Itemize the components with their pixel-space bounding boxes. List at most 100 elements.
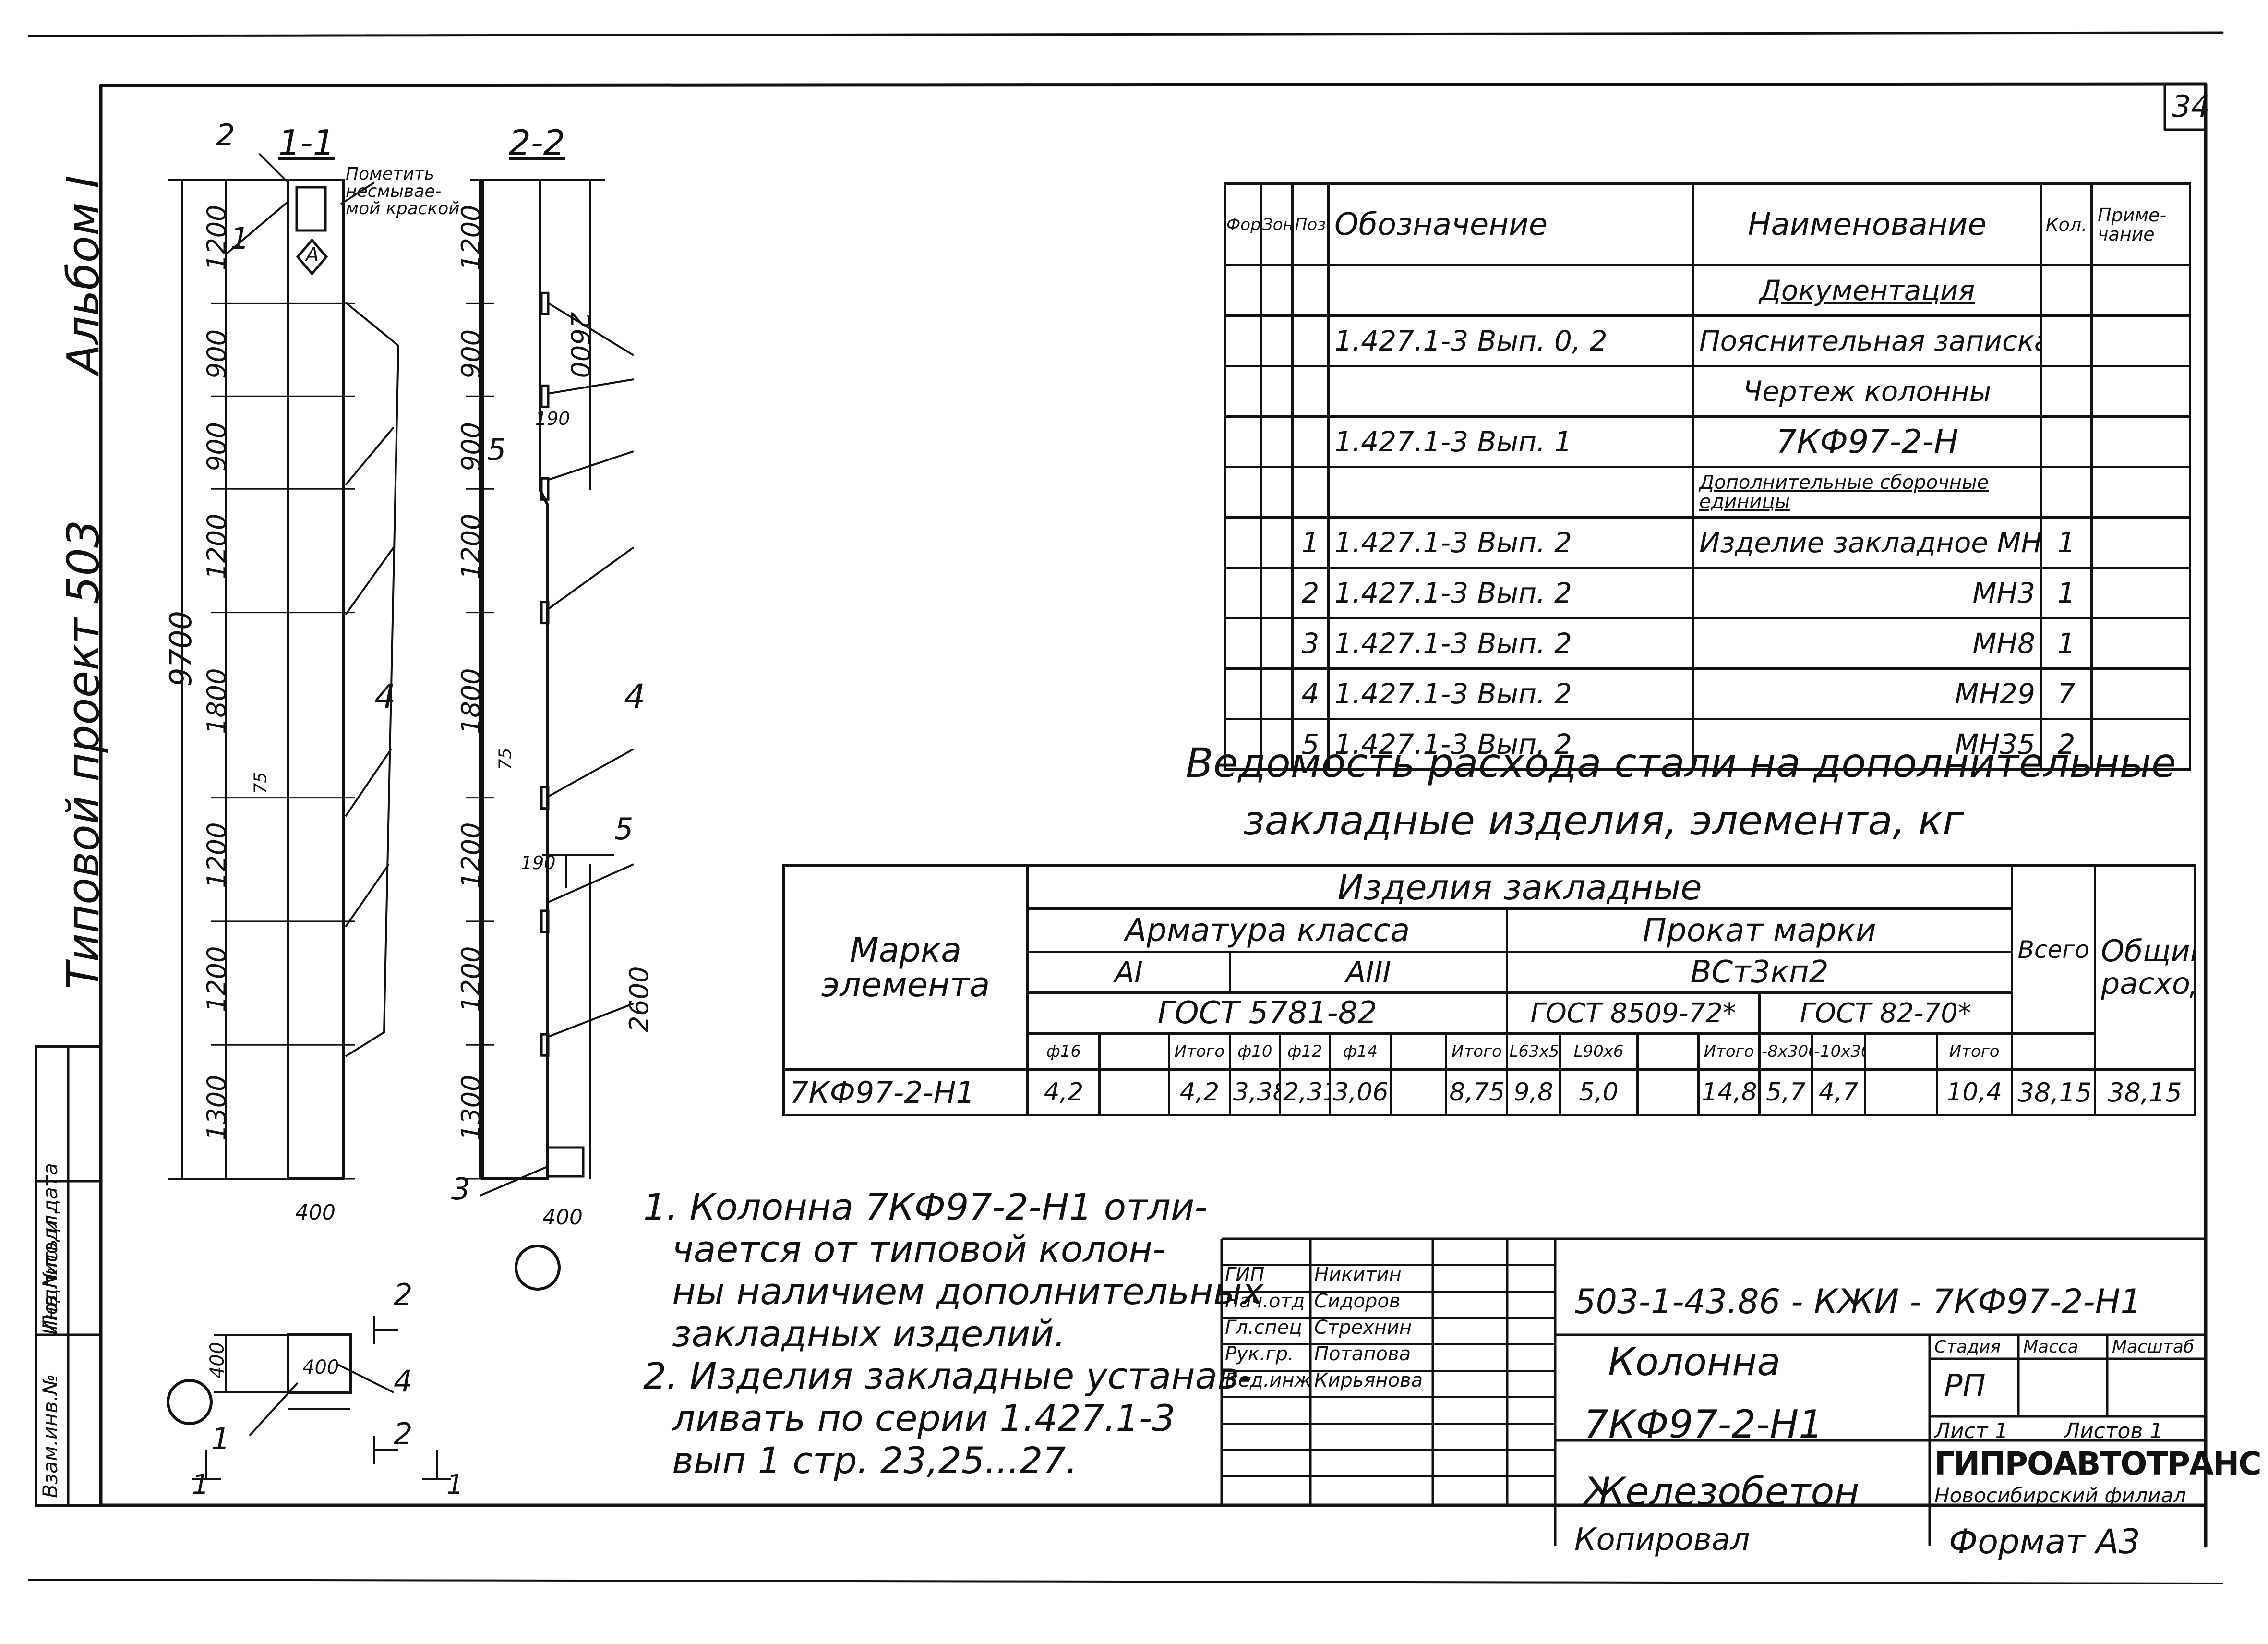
spec-pos bbox=[1291, 415, 1330, 468]
spec-zone bbox=[1260, 264, 1294, 317]
dimension-label: 900 bbox=[456, 329, 486, 379]
steel-subheader-cell: ф16 bbox=[1026, 1032, 1101, 1071]
dimension-label: 1200 bbox=[202, 513, 232, 580]
stage-header: Стадия bbox=[1934, 1337, 2001, 1357]
spec-pos bbox=[1291, 264, 1330, 317]
spec-format bbox=[1224, 516, 1262, 569]
spec-zone bbox=[1260, 667, 1294, 720]
dim-2600-bottom: 2600 bbox=[624, 966, 654, 1032]
spec-name: Пояснительная записка bbox=[1692, 314, 2042, 367]
steel-subheader-cell bbox=[1389, 1032, 1448, 1071]
spec-pos: 2 bbox=[1291, 567, 1330, 619]
dimension-label: 900 bbox=[456, 422, 486, 471]
tb-person: Сидоров bbox=[1314, 1290, 1401, 1312]
tb-person: Кирьянова bbox=[1314, 1369, 1423, 1391]
spec-zone bbox=[1260, 516, 1294, 569]
dimension-label: 1200 bbox=[456, 205, 486, 271]
steel-value: 2,31 bbox=[1278, 1068, 1331, 1116]
dimension-label: 900 bbox=[202, 329, 232, 379]
mass-header: Масса bbox=[2023, 1337, 2078, 1357]
dimension-label: 1200 bbox=[202, 822, 232, 889]
spec-name: Документация bbox=[1692, 264, 2042, 317]
spec-format bbox=[1224, 264, 1262, 317]
steel-value: 4,2 bbox=[1167, 1068, 1231, 1116]
spec-note bbox=[2090, 314, 2191, 367]
gost-rebar: ГОСТ 5781-82 bbox=[1026, 991, 1509, 1035]
dimension-label: 1200 bbox=[202, 205, 232, 271]
col-overall: Общий расход bbox=[2093, 864, 2196, 1071]
embedded-plate bbox=[540, 786, 550, 810]
steel-value: 4,2 bbox=[1026, 1068, 1101, 1116]
group-embedded: Изделия закладные bbox=[1026, 864, 2013, 910]
spec-qty bbox=[2040, 314, 2093, 367]
steel-value: 4,7 bbox=[1811, 1068, 1866, 1116]
embedded-plate bbox=[540, 384, 550, 408]
spec-designation: 1.427.1-3 Вып. 2 bbox=[1327, 567, 1694, 619]
dimension-label: 900 bbox=[202, 422, 232, 471]
callout-4-right: 4 bbox=[624, 677, 646, 716]
spec-pos bbox=[1291, 365, 1330, 418]
section-marker-1-left: 1 bbox=[192, 1469, 209, 1500]
spec-zone bbox=[1260, 365, 1294, 418]
label-a: А bbox=[306, 244, 319, 266]
steel-value: 9,8 bbox=[1506, 1068, 1561, 1116]
spec-qty: 1 bbox=[2040, 567, 2093, 619]
dim-400-1: 400 bbox=[295, 1200, 336, 1225]
hdr-qty: Кол. bbox=[2040, 182, 2093, 266]
spec-format bbox=[1224, 567, 1262, 619]
spec-note bbox=[2090, 365, 2191, 418]
steel-total: 38,15 bbox=[2010, 1068, 2096, 1116]
steel-data-row: 7КФ97-2-Н14,24,23,382,313,068,759,85,014… bbox=[782, 1068, 2196, 1116]
steel-subheader-cell: -8х300 bbox=[1758, 1032, 1813, 1071]
tb-person: Никитин bbox=[1314, 1264, 1402, 1286]
spec-designation bbox=[1327, 365, 1694, 418]
dimension-label: 1300 bbox=[202, 1075, 232, 1141]
total-height: 9700 bbox=[163, 611, 198, 687]
steel-overall: 38,15 bbox=[2093, 1068, 2196, 1116]
spec-note bbox=[2090, 567, 2191, 619]
section-marker-1-right: 1 bbox=[446, 1469, 464, 1500]
rebar-ai: АI bbox=[1026, 951, 1231, 994]
spec-designation: 1.427.1-3 Вып. 0, 2 bbox=[1327, 314, 1694, 367]
dim-2600-top: 2600 bbox=[565, 312, 595, 378]
callout-1: 1 bbox=[230, 221, 250, 256]
spec-format bbox=[1224, 466, 1262, 519]
spec-zone bbox=[1260, 415, 1294, 468]
steel-table: Марка элемента Изделия закладные Всего О… bbox=[782, 864, 2196, 1116]
embedded-plate bbox=[540, 909, 550, 933]
gost-8509: ГОСТ 8509-72* bbox=[1506, 991, 1761, 1035]
dimension-label: 1300 bbox=[456, 1075, 486, 1141]
steel-value: 10,4 bbox=[1935, 1068, 2013, 1116]
spec-format bbox=[1224, 415, 1262, 468]
item-name-1: Колонна bbox=[1608, 1340, 1781, 1384]
steel-subheader-cell: L90х6 bbox=[1559, 1032, 1639, 1071]
steel-value: 14,8 bbox=[1697, 1068, 1761, 1116]
spec-pos bbox=[1291, 466, 1330, 519]
spec-zone bbox=[1260, 718, 1294, 771]
item-name-2: 7КФ97-2-Н1 bbox=[1584, 1402, 1824, 1447]
side-stamp-2: Подпись и дата bbox=[38, 1163, 62, 1330]
branch: Новосибирский филиал bbox=[1934, 1484, 2186, 1507]
sheet-label: Лист 1 bbox=[1934, 1419, 2008, 1443]
section-1-label: 1-1 bbox=[278, 122, 335, 163]
tb-role: Нач.отд bbox=[1225, 1290, 1305, 1312]
rebar-aiii: АIII bbox=[1228, 951, 1509, 994]
steel-subheader-cell: ф12 bbox=[1278, 1032, 1331, 1071]
callout-4-left: 4 bbox=[374, 677, 396, 716]
steel-value bbox=[1098, 1068, 1170, 1116]
gost-82: ГОСТ 82-70* bbox=[1758, 991, 2013, 1035]
steel-subheader-cell: Итого bbox=[1445, 1032, 1509, 1071]
album-label: Альбом I bbox=[58, 175, 109, 375]
steel-subheader-cell: -10х300 bbox=[1811, 1032, 1866, 1071]
spec-designation bbox=[1327, 264, 1694, 317]
sheets-label: Листов 1 bbox=[2064, 1419, 2163, 1443]
hdr-name: Наименование bbox=[1692, 182, 2042, 266]
group-rolled: Прокат марки bbox=[1506, 907, 2013, 953]
spec-pos bbox=[1291, 314, 1330, 367]
copied-label: Копировал bbox=[1574, 1522, 1750, 1558]
steel-subheader-cell bbox=[1098, 1032, 1170, 1071]
steel-value: 3,06 bbox=[1328, 1068, 1392, 1116]
